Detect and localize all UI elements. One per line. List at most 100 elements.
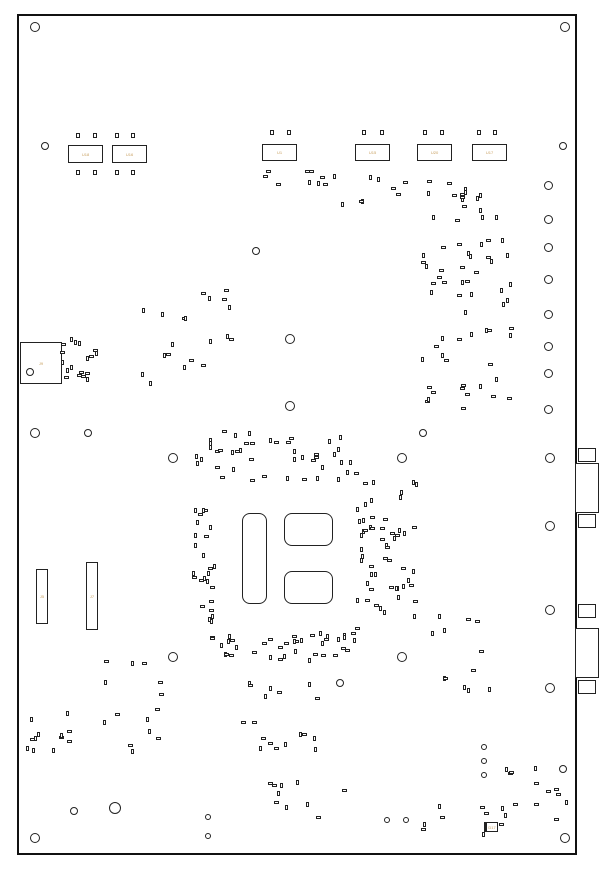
smd-pad [233, 432, 237, 438]
smd-pad [471, 668, 477, 672]
mounting-hole [252, 247, 260, 255]
smd-pad [204, 535, 210, 539]
smd-pad [319, 630, 323, 636]
smd-pad [250, 441, 256, 445]
smd-pad [380, 130, 384, 135]
smd-pad [192, 576, 198, 580]
smd-pad [363, 502, 367, 508]
smd-pad [307, 682, 311, 688]
smd-pad [232, 466, 236, 472]
smd-pad [92, 349, 98, 353]
smd-pad [509, 333, 513, 339]
smd-pad [70, 364, 74, 370]
smd-pad [292, 635, 298, 639]
ic-label: U18 [81, 151, 90, 157]
port-connector [578, 604, 596, 618]
smd-pad [480, 215, 484, 221]
smd-pad [423, 130, 427, 135]
smd-pad [259, 745, 263, 751]
smd-pad [131, 170, 135, 175]
smd-pad [76, 170, 80, 175]
pcb-board-outline [17, 14, 577, 855]
smd-pad [533, 803, 539, 807]
mounting-hole [26, 368, 34, 376]
smd-pad [263, 174, 269, 178]
smd-pad [484, 812, 490, 816]
mounting-hole [481, 744, 487, 750]
smd-pad [248, 457, 254, 461]
port-connector [575, 463, 599, 513]
port-connector [575, 628, 599, 678]
smd-pad [362, 528, 368, 532]
smd-pad [60, 342, 66, 346]
smd-pad [460, 280, 464, 286]
smd-pad [470, 291, 474, 297]
connector-j9: J9 [20, 342, 62, 384]
smd-pad [379, 537, 385, 541]
connector-j5: J5 [36, 569, 48, 624]
smd-pad [490, 394, 496, 398]
smd-pad [211, 614, 214, 620]
smd-pad [200, 291, 206, 295]
smd-pad [499, 287, 503, 293]
smd-pad [29, 738, 35, 742]
mounting-hole [384, 817, 390, 823]
ic-u17: U17 [472, 144, 507, 161]
smd-pad [479, 383, 483, 389]
smd-pad [208, 440, 212, 446]
smd-pad [373, 572, 377, 578]
smd-pad [422, 252, 426, 258]
smd-pad [269, 685, 273, 691]
smd-pad [429, 289, 433, 295]
port-connector [578, 448, 596, 462]
smd-pad [412, 599, 418, 603]
smd-pad [215, 466, 221, 470]
smd-pad [287, 130, 291, 135]
smd-pad [251, 720, 257, 724]
mounting-hole [30, 833, 40, 843]
smd-pad [196, 519, 200, 525]
smd-pad [386, 559, 392, 563]
smd-pad [354, 472, 360, 476]
main-pad-left [242, 513, 267, 604]
smd-pad [413, 614, 417, 620]
smd-pad [487, 362, 493, 366]
ic-label: U16 [125, 151, 134, 157]
smd-pad [355, 626, 361, 630]
smd-pad [310, 634, 316, 637]
smd-pad [115, 713, 121, 717]
smd-pad [208, 600, 214, 604]
smd-pad [267, 638, 273, 642]
smd-pad [279, 783, 283, 789]
smd-pad [368, 175, 372, 181]
smd-pad [293, 649, 297, 655]
smd-pad [212, 563, 216, 569]
smd-pad [459, 196, 465, 200]
smd-pad [509, 770, 515, 774]
smd-pad [422, 822, 426, 828]
smd-pad [156, 736, 162, 740]
smd-pad [356, 507, 360, 513]
smd-pad [244, 442, 250, 446]
smd-pad [29, 716, 33, 722]
mounting-hole [285, 334, 295, 344]
smd-pad [271, 783, 277, 787]
smd-pad [411, 480, 415, 486]
smd-pad [274, 746, 280, 750]
ic-label: J5 [39, 594, 45, 599]
smd-pad [85, 371, 91, 375]
smd-pad [142, 308, 146, 314]
smd-pad [352, 637, 356, 643]
smd-pad [157, 681, 163, 685]
smd-pad [201, 552, 205, 558]
smd-pad [488, 687, 492, 693]
smd-pad [382, 517, 388, 521]
ic-u15: U15 [355, 144, 390, 161]
mounting-hole [543, 404, 553, 414]
smd-pad [411, 569, 415, 575]
smd-pad [336, 477, 340, 483]
ic-label: J7 [89, 593, 95, 599]
smd-pad [308, 657, 312, 663]
smd-pad [320, 653, 326, 657]
port-connector [578, 680, 596, 694]
